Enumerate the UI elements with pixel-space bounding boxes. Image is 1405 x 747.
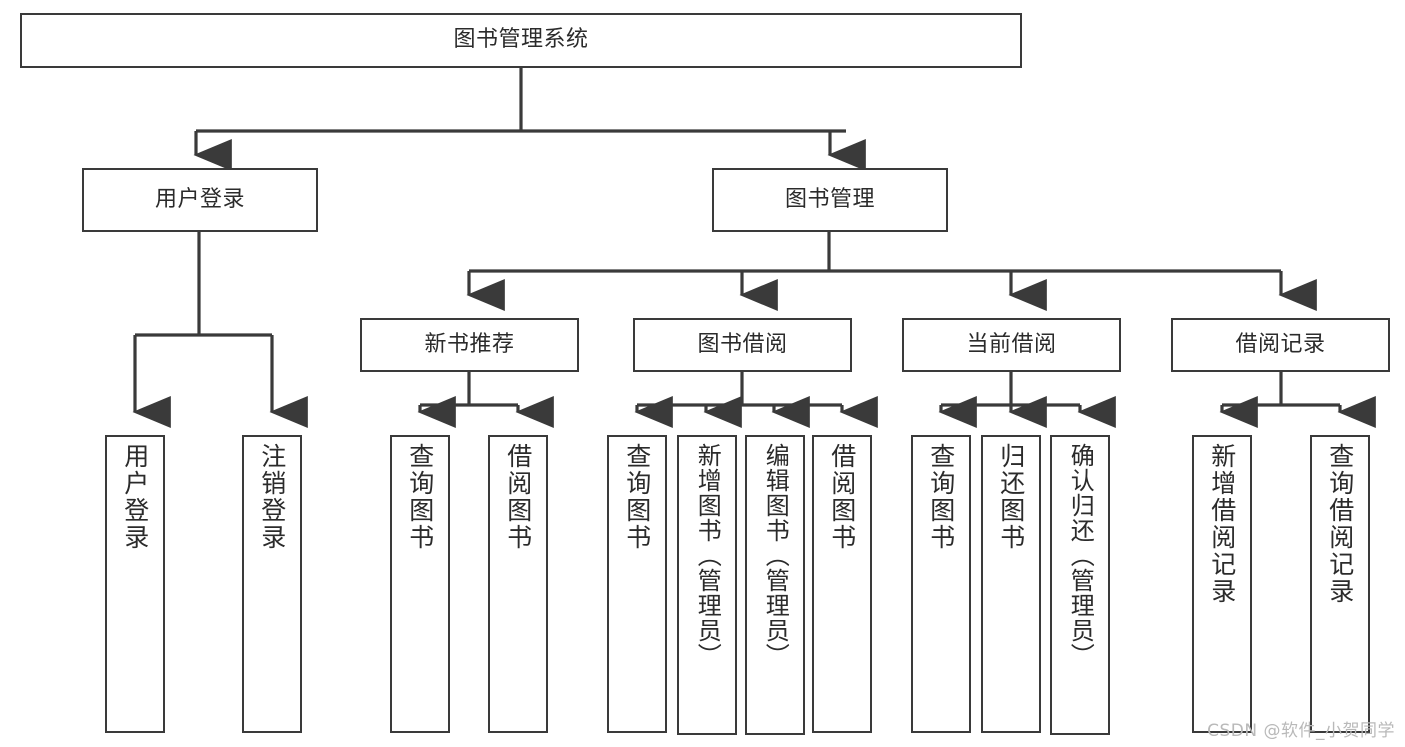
node-book-manage-label: 图书管理 xyxy=(784,186,875,212)
node-current-borrow-label: 当前借阅 xyxy=(966,331,1057,357)
leaf-add-book-label: 新增图书（管理员） xyxy=(693,443,722,668)
node-root[interactable]: 图书管理系统 xyxy=(20,13,1022,68)
leaf-borrow-book-2[interactable]: 借阅图书 xyxy=(812,435,872,733)
leaf-confirm-return[interactable]: 确认归还（管理员） xyxy=(1050,435,1110,735)
leaf-query-record[interactable]: 查询借阅记录 xyxy=(1310,435,1370,733)
leaf-borrow-book-1-label: 借阅图书 xyxy=(503,443,533,551)
node-book-borrow-label: 图书借阅 xyxy=(697,331,788,357)
node-user-login-label: 用户登录 xyxy=(154,186,245,212)
leaf-add-book[interactable]: 新增图书（管理员） xyxy=(677,435,737,735)
leaf-confirm-return-label: 确认归还（管理员） xyxy=(1066,443,1095,668)
leaf-return-book-label: 归还图书 xyxy=(996,443,1026,551)
node-book-borrow[interactable]: 图书借阅 xyxy=(633,318,852,372)
leaf-query-book-2-label: 查询图书 xyxy=(622,443,652,551)
leaf-query-book-2[interactable]: 查询图书 xyxy=(607,435,667,733)
node-root-label: 图书管理系统 xyxy=(453,27,589,53)
leaf-user-logout-label: 注销登录 xyxy=(257,443,287,551)
leaf-query-record-label: 查询借阅记录 xyxy=(1325,443,1355,605)
node-user-login[interactable]: 用户登录 xyxy=(82,168,318,232)
leaf-borrow-book-2-label: 借阅图书 xyxy=(827,443,857,551)
leaf-add-record-label: 新增借阅记录 xyxy=(1207,443,1237,605)
leaf-edit-book[interactable]: 编辑图书（管理员） xyxy=(745,435,805,735)
leaf-borrow-book-1[interactable]: 借阅图书 xyxy=(488,435,548,733)
node-borrow-record-label: 借阅记录 xyxy=(1235,331,1326,357)
leaf-edit-book-label: 编辑图书（管理员） xyxy=(761,443,790,668)
watermark-text: CSDN @软件_小贺同学 xyxy=(1207,721,1395,741)
leaf-user-login[interactable]: 用户登录 xyxy=(105,435,165,733)
node-new-book-recommend[interactable]: 新书推荐 xyxy=(360,318,579,372)
leaf-query-book-1-label: 查询图书 xyxy=(405,443,435,551)
leaf-query-book-1[interactable]: 查询图书 xyxy=(390,435,450,733)
node-new-book-recommend-label: 新书推荐 xyxy=(424,331,515,357)
leaf-user-login-label: 用户登录 xyxy=(120,443,150,551)
node-borrow-record[interactable]: 借阅记录 xyxy=(1171,318,1390,372)
node-current-borrow[interactable]: 当前借阅 xyxy=(902,318,1121,372)
leaf-return-book[interactable]: 归还图书 xyxy=(981,435,1041,733)
leaf-user-logout[interactable]: 注销登录 xyxy=(242,435,302,733)
leaf-query-book-3[interactable]: 查询图书 xyxy=(911,435,971,733)
leaf-query-book-3-label: 查询图书 xyxy=(926,443,956,551)
node-book-manage[interactable]: 图书管理 xyxy=(712,168,948,232)
leaf-add-record[interactable]: 新增借阅记录 xyxy=(1192,435,1252,733)
